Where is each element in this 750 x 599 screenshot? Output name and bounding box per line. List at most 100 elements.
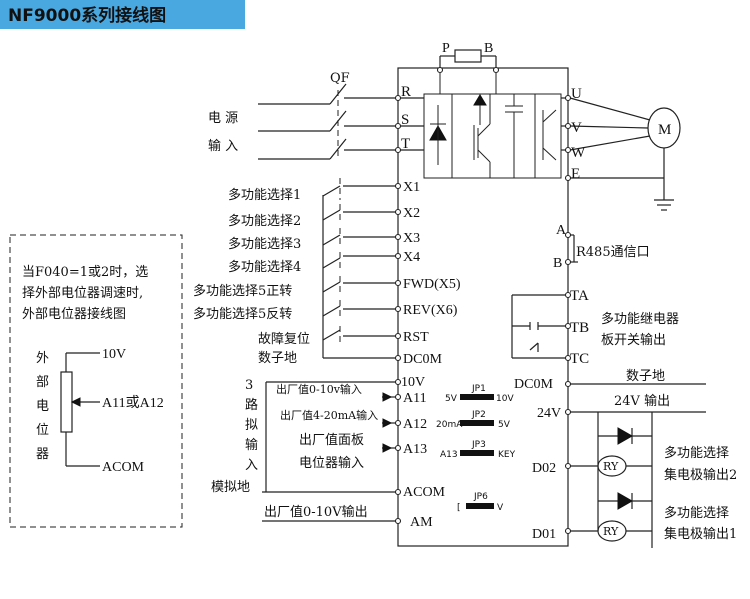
jumper-jp6-name: JP6 [473, 492, 488, 502]
motor-output-lines [561, 94, 681, 211]
terminal-rst: RST [403, 330, 429, 345]
note-vertical-2: 部 [36, 375, 49, 390]
out2-label-2: 集电极输出2 [664, 467, 737, 483]
input-label-6: 多功能选择5反转 [193, 306, 292, 322]
terminal-acom: ACOM [403, 485, 446, 500]
jumper-blocks [460, 394, 494, 509]
analog-ground-label: 模拟地 [211, 480, 250, 495]
title-banner [0, 0, 245, 29]
terminal-a13: A13 [403, 442, 427, 457]
note-line-3: 外部电位器接线图 [22, 306, 126, 322]
analog-side-1: 3 [245, 378, 253, 393]
relay-ry-2: RY [603, 460, 619, 473]
jumper-jp1-name: JP1 [471, 384, 486, 394]
input-label-7: 故障复位 [258, 332, 310, 347]
terminal-tb: TB [570, 320, 589, 336]
analog-note-am: 出厂值0-10V输出 [264, 504, 368, 520]
power-label-bottom: 输 入 [208, 138, 238, 154]
external-pot-box [9, 234, 183, 528]
brake-b-label: B [484, 41, 493, 56]
terminal-tc: TC [570, 351, 589, 367]
note-vertical-4: 位 [36, 423, 49, 438]
input-label-2: 多功能选择2 [228, 213, 301, 229]
note-vertical-5: 器 [36, 447, 49, 462]
analog-side-2: 路 [245, 397, 258, 413]
jumper-jp1-right: 10V [496, 394, 514, 404]
brake-p-label: P [442, 41, 450, 56]
terminal-x3: X3 [403, 231, 420, 246]
terminal-w: W [571, 145, 586, 161]
terminal-r: R [401, 84, 411, 100]
analog-note-a11: 出厂值0-10v输入 [276, 382, 362, 396]
input-label-4: 多功能选择4 [228, 259, 301, 275]
terminal-rs485-a: A [556, 223, 567, 238]
power-input-lines [258, 83, 424, 160]
analog-side-4: 输 [245, 437, 258, 453]
jumper-jp3-left: A13 [440, 450, 458, 460]
jumper-jp6-left: [ [457, 503, 461, 513]
24v-out-label: 24V 输出 [614, 393, 670, 409]
note-vertical-3: 电 [36, 399, 49, 414]
output-lines [564, 380, 706, 548]
note-line-1: 当F040=1或2时，选 [22, 265, 148, 280]
relay-label-2: 板开关输出 [601, 332, 666, 348]
analog-side-3: 拟 [245, 418, 258, 433]
rs485-lines [564, 231, 578, 266]
terminal-a12: A12 [403, 417, 427, 432]
jumper-jp2-name: JP2 [471, 410, 486, 420]
pot-pin-10v: 10V [102, 347, 126, 362]
pot-pin-acom: ACOM [102, 460, 145, 475]
jumper-jp2-left: 20mA [436, 420, 463, 430]
page-title: NF9000系列接线图 [8, 5, 166, 26]
out1-label-2: 集电极输出1 [664, 526, 737, 542]
analog-note-a12: 出厂值4-20mA输入 [280, 408, 378, 422]
relay-label-1: 多功能继电器 [601, 311, 679, 327]
terminal-ta: TA [570, 288, 589, 304]
brake-resistor [436, 49, 500, 94]
terminal-e: E [571, 166, 580, 182]
terminal-u: U [571, 86, 582, 102]
analog-side-5: 入 [245, 458, 258, 473]
pot-pin-a11: A11或A12 [102, 395, 164, 411]
terminal-fwd: FWD(X5) [403, 277, 461, 292]
terminal-rs485-b: B [553, 256, 562, 271]
power-label-top: 电 源 [208, 111, 238, 126]
relay-lines [511, 291, 572, 362]
breaker-label: QF [330, 71, 350, 86]
terminal-a11: A11 [403, 391, 427, 406]
terminal-d01: D01 [532, 527, 556, 542]
motor-label: M [658, 122, 671, 138]
note-vertical-1: 外 [36, 351, 49, 366]
analog-note-a13-1: 出厂值面板 [299, 432, 364, 448]
terminal-d02: D02 [532, 461, 556, 476]
dcom-out-label: 数子地 [626, 369, 665, 384]
jumper-jp3-name: JP3 [471, 440, 486, 450]
terminal-10v: 10V [401, 375, 425, 390]
terminal-am: AM [410, 515, 433, 530]
analog-input-lines [262, 378, 402, 525]
note-line-2: 择外部电位器调速时, [22, 286, 143, 301]
terminal-x2: X2 [403, 206, 420, 221]
jumper-jp3-right: KEY [498, 450, 516, 460]
input-label-3: 多功能选择3 [228, 236, 301, 252]
digital-input-switches [322, 178, 402, 362]
internal-circuit [423, 93, 562, 179]
external-potentiometer [60, 352, 100, 467]
terminal-v: V [571, 120, 582, 136]
terminal-t: T [401, 136, 410, 152]
terminal-dcom-out: DC0M [514, 377, 553, 392]
input-label-1: 多功能选择1 [228, 187, 301, 203]
input-label-5: 多功能选择5正转 [193, 283, 292, 299]
terminal-x4: X4 [403, 250, 420, 265]
terminal-x1: X1 [403, 180, 420, 195]
out1-label-1: 多功能选择 [664, 505, 729, 521]
rs485-label: R485通信口 [576, 245, 650, 260]
out2-label-1: 多功能选择 [664, 445, 729, 461]
jumper-jp6-right: V [497, 503, 504, 513]
jumper-jp1-left: 5V [445, 394, 458, 404]
relay-ry-1: RY [603, 525, 619, 538]
terminal-s: S [401, 112, 409, 128]
input-label-8: 数子地 [258, 351, 297, 366]
jumper-jp2-right: 5V [498, 420, 511, 430]
